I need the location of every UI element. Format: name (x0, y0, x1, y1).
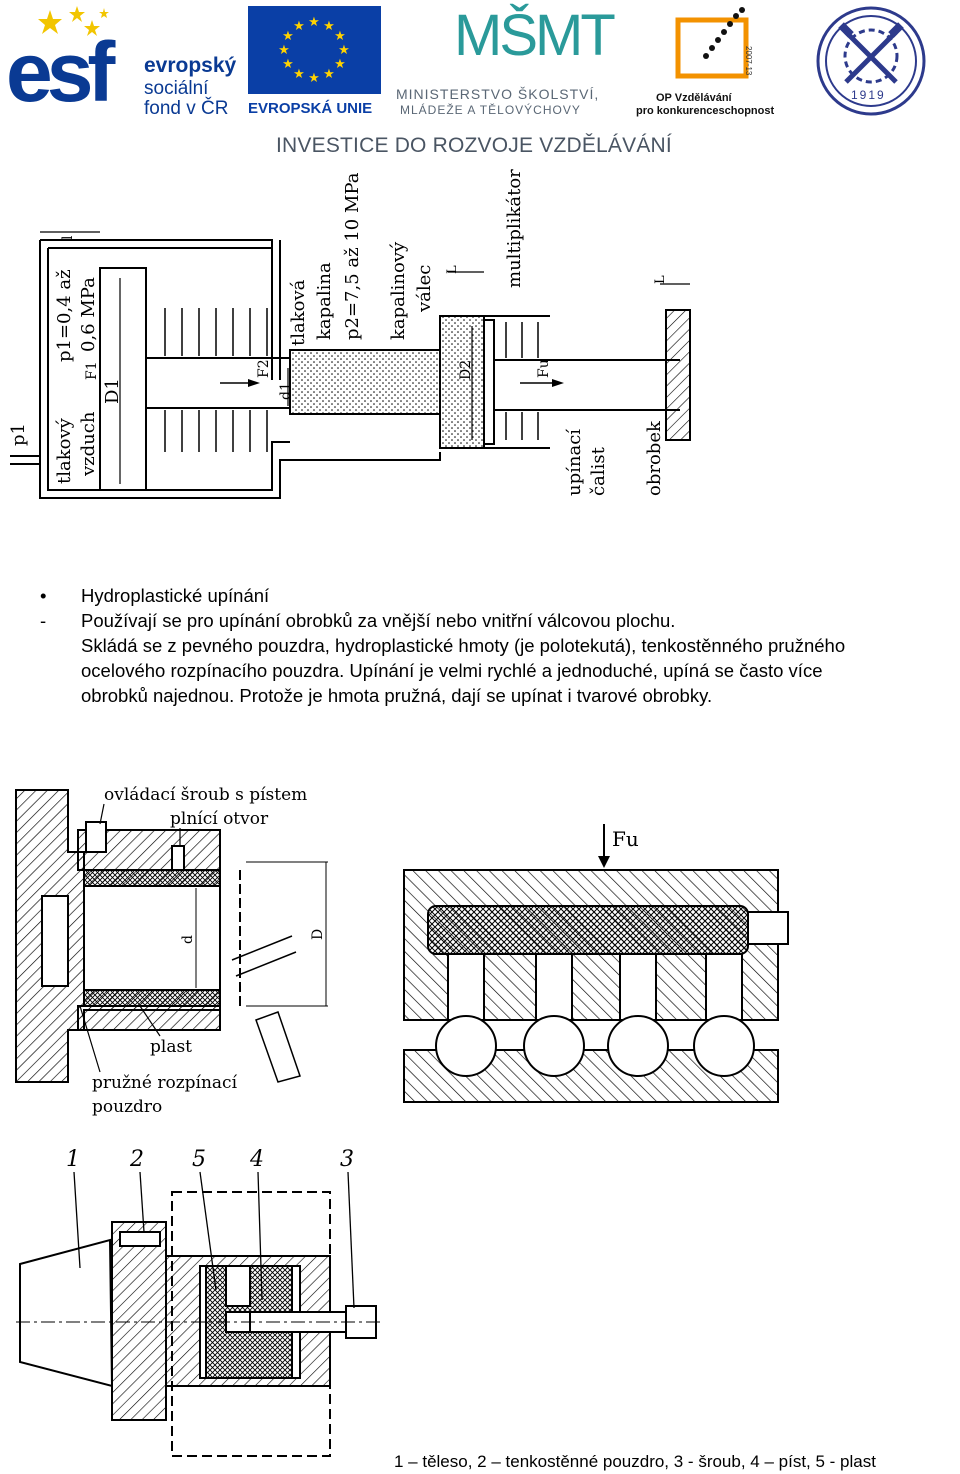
bullet-line: • Hydroplastické upínání (36, 583, 956, 608)
op-line2: pro konkurenceschopnost (636, 105, 775, 117)
fig2-label-pruzne: pružné rozpínací (92, 1073, 238, 1093)
fig2-label-ovladaci: ovládací šroub s pístem (104, 785, 307, 805)
fig1-label-D2: D2 (458, 360, 474, 380)
figure-pneumohydraulic-multiplier: p1 tlakový vzduch p1=0,4 až 0,6 MPa D1 F… (8, 169, 691, 499)
svg-text:★: ★ (334, 57, 346, 72)
figure-multi-clamp: Fu (403, 824, 789, 1103)
op-logo: 2007-13 OP Vzdělávání pro konkurencescho… (636, 6, 796, 118)
fig4-label-3: 3 (340, 1147, 354, 1172)
fig1-label-vzduch: vzduch (78, 411, 99, 477)
fig1-label-tlakova: tlaková (288, 279, 309, 346)
fig1-label-L2: L (653, 275, 668, 284)
dash-line: - Používají se pro upínání obrobků za vn… (36, 608, 956, 633)
op-line1: OP Vzdělávání (656, 92, 732, 104)
svg-text:★: ★ (334, 29, 346, 44)
figure-tool-holder: 1 2 5 4 3 (16, 1147, 380, 1457)
fig1-label-D1: D1 (102, 378, 123, 404)
eu-stars-icon: ★★★ ★★★ ★★★ ★★★ (278, 15, 350, 86)
fig4-label-5: 5 (192, 1147, 206, 1172)
fig1-label-d1: d1 (278, 382, 294, 400)
paragraph-line-4: ocelového rozpínacího pouzdra. Upínání j… (81, 660, 823, 681)
fig1-label-obrobek: obrobek (644, 420, 665, 496)
svg-text:★: ★ (293, 19, 305, 34)
esf-line2: sociální (144, 78, 209, 99)
fig4-label-4: 4 (249, 1147, 264, 1172)
svg-text:★: ★ (308, 71, 320, 86)
svg-text:★: ★ (282, 57, 294, 72)
svg-text:★: ★ (282, 29, 294, 44)
fig1-label-pressure1-a: p1=0,4 až (54, 269, 75, 362)
university-seal-icon (816, 6, 926, 116)
esf-line1: evropský (144, 54, 237, 77)
svg-text:★: ★ (308, 15, 320, 30)
paragraph-line-5: obrobků najednou. Protože je hmota pružn… (81, 685, 713, 706)
fig1-label-F1: F1 (84, 361, 100, 380)
esf-line3: fond v ČR (144, 98, 229, 119)
svg-text:★: ★ (278, 43, 290, 58)
fig2-label-D: D (310, 929, 326, 940)
msmt-line2: MLÁDEŽE A TĚLOVÝCHOVY (400, 103, 581, 117)
fig3-label-Fu: Fu (612, 827, 639, 851)
tagline: INVESTICE DO ROZVOJE VZDĚLÁVÁNÍ (276, 134, 672, 157)
eu-caption: EVROPSKÁ UNIE (248, 100, 373, 117)
fig2-label-d: d (180, 935, 196, 944)
fig1-label-multiplikator: multiplikátor (504, 169, 525, 288)
fig1-label-valec: válec (414, 265, 435, 313)
fig1-label-p1: p1 (8, 423, 29, 446)
fig1-label-L: L (445, 265, 460, 274)
text-block: • Hydroplastické upínání - Používají se … (36, 583, 956, 708)
svg-text:★: ★ (338, 43, 350, 58)
dash-text: Používají se pro upínání obrobků za vněj… (81, 610, 676, 631)
fig1-label-pressure1-b: 0,6 MPa (78, 277, 99, 352)
fig4-label-2: 2 (129, 1147, 144, 1172)
figure-hydroplastic-mandrel: ovládací šroub s pístem plnící otvor d D… (15, 785, 328, 1117)
msmt-logo-letters: MŠMT (454, 3, 616, 68)
fig1-label-l: l (60, 235, 76, 240)
fig2-label-pouzdro: pouzdro (92, 1097, 162, 1117)
esf-logo: esf evropský sociální fond v ČR (6, 6, 242, 119)
paragraph-line-3: Skládá se z pevného pouzdra, hydroplasti… (81, 635, 846, 656)
header-logos: esf evropský sociální fond v ČR ★★★ ★★★ … (0, 0, 960, 165)
fig1-label-F2: F2 (256, 359, 272, 378)
msmt-line1: MINISTERSTVO ŠKOLSTVÍ, (396, 86, 600, 102)
svg-text:★: ★ (323, 67, 335, 82)
esf-logo-letters: esf (6, 25, 115, 119)
seal-year: 1919 (851, 88, 886, 102)
eu-logo: ★★★ ★★★ ★★★ ★★★ EVROPSKÁ UNIE (248, 6, 384, 118)
figure4-caption: 1 – těleso, 2 – tenkostěnné pouzdro, 3 -… (394, 1452, 876, 1471)
fig1-label-kapalinovy: kapalinový (388, 241, 409, 340)
op-logo-icon (675, 7, 749, 79)
svg-text:★: ★ (323, 19, 335, 34)
fig1-label-pressure2: p2=7,5 až 10 MPa (342, 172, 363, 340)
msmt-logo: MŠMT MINISTERSTVO ŠKOLSTVÍ, MLÁDEŽE A TĚ… (392, 4, 632, 119)
fig2-label-plast: plast (150, 1037, 192, 1057)
fig1-label-upinaci: upínací (564, 429, 585, 496)
esf-stars-icon (38, 6, 109, 36)
fig1-label-Fu: Fu (536, 359, 552, 378)
eu-flag: ★★★ ★★★ ★★★ ★★★ (248, 6, 381, 94)
op-years: 2007-13 (744, 46, 753, 76)
svg-text:★: ★ (293, 67, 305, 82)
bullet-icon: • (40, 585, 47, 606)
bullet-title: Hydroplastické upínání (81, 585, 270, 606)
dash-marker: - (40, 610, 47, 631)
fig4-label-1: 1 (66, 1147, 80, 1172)
fig1-label-tlakovy: tlakový (54, 417, 75, 484)
fig1-label-kapalina: kapalina (314, 262, 335, 340)
fig1-label-calist: čalist (588, 446, 609, 496)
fig2-label-plnici: plnící otvor (170, 809, 269, 829)
